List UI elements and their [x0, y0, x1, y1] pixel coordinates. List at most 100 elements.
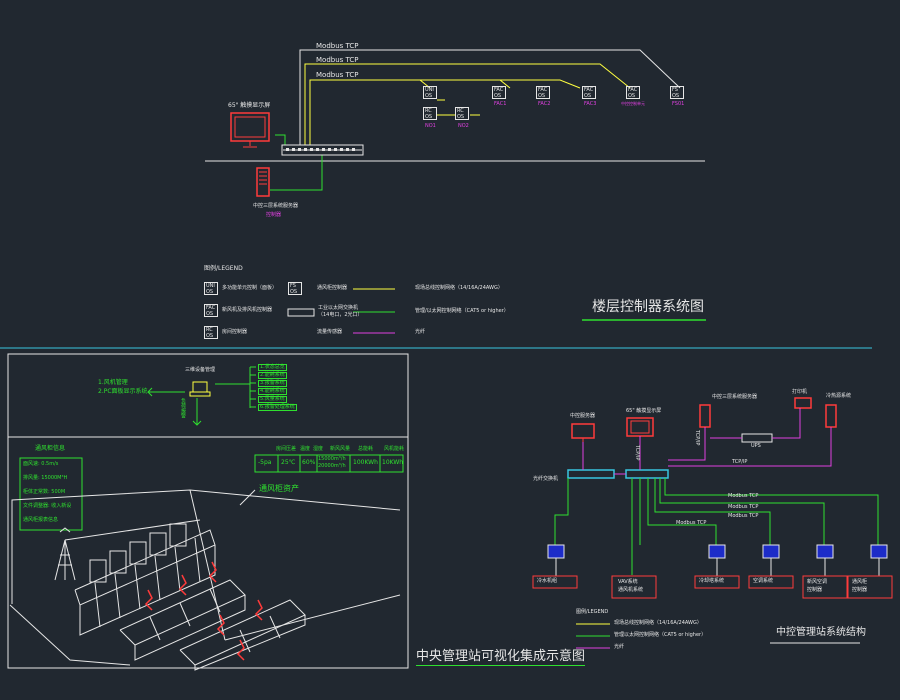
visualization-graphics	[9, 366, 404, 666]
switch-label: 光纤交换机	[533, 476, 559, 482]
tcp-label-2: TCP/IP	[694, 430, 700, 446]
right-legend-green: 管理以太网控制网络（CAT5 or higher）	[614, 632, 707, 638]
device-tag-3: RC OS	[455, 107, 469, 120]
legend-text-uni: 多功能单元控制（面板）	[222, 285, 278, 291]
box-fume-hood: 通风柜 控制器	[852, 579, 868, 593]
controller-server-icon	[256, 167, 270, 197]
table-header-6: 风机能耗	[384, 446, 405, 452]
info-line-3: 柜体正常数: 500M	[23, 489, 66, 495]
table-header-5: 总能耗	[358, 446, 374, 452]
box-cooling-tower: 冷却塔系统	[699, 578, 725, 584]
table-header-2: 温度	[300, 446, 311, 452]
status-item-2: 2.能耗系统	[258, 372, 287, 379]
device-tag-1: UNI OS	[423, 86, 437, 99]
info-line-1: 面风速: 0.5m/s	[23, 461, 59, 467]
modbus-label-2: Modbus TCP	[316, 56, 359, 64]
top-network-lines	[270, 49, 681, 191]
central-station-graphics	[532, 397, 893, 649]
visualization-title: 中央管理站可视化集成示意图	[416, 649, 586, 666]
ethernet-switch-icon	[281, 144, 364, 156]
device-caption-8: FS01	[672, 101, 685, 107]
device-tag-5: FAC OS	[536, 86, 550, 99]
status-item-4: 4.能耗系统	[258, 388, 287, 395]
device-caption-4: FAC1	[494, 101, 507, 107]
left-item-1: 1.风机管理	[98, 379, 128, 386]
box-chiller: 冷水机组	[537, 578, 558, 584]
legend-text-switch: 工业以太网交换机 （14电口，2光口）	[318, 305, 363, 318]
table-value-1: -5pa	[258, 459, 272, 466]
exhaust-pipes	[144, 561, 263, 661]
info-line-4: 文件调整器: 收入新设	[23, 503, 72, 509]
device-caption-5: FAC2	[538, 101, 551, 107]
device-tag-4: FAC OS	[492, 86, 506, 99]
fume-hood-rows	[74, 523, 306, 671]
right-legend-title: 图例/LEGEND	[576, 609, 609, 615]
legend-tag-rc: RC OS	[204, 326, 218, 339]
controller-label: 中控三层系统服务器	[253, 203, 299, 209]
box-fresh-air: 新风空调 控制器	[807, 579, 828, 593]
legend-text-flow: 流量传感器	[317, 329, 343, 335]
ups-label: UPS	[751, 443, 761, 449]
top-legend-line-samples	[287, 288, 706, 334]
legend-tag-fs: FS OS	[288, 282, 302, 295]
modbus-r-1: Modbus TCP	[728, 493, 759, 499]
device-caption-3: NO2	[458, 123, 469, 129]
tcp-label-1: TCP/IP	[634, 445, 640, 461]
tcp-label-3: TCP/IP	[732, 459, 748, 465]
legend-line-magenta: 光纤	[415, 329, 426, 335]
modbus-r-2: Modbus TCP	[728, 504, 759, 510]
device-tag-7: FAC OS	[626, 86, 640, 99]
right-legend-magenta: 光纤	[614, 644, 625, 650]
controller-sublabel: 控制器	[266, 212, 282, 218]
printer-label: 打印机	[792, 389, 808, 395]
status-item-5: 5.风量系统	[258, 396, 287, 403]
table-header-3: 湿度	[313, 446, 324, 452]
modbus-label-3: Modbus TCP	[316, 71, 359, 79]
info-line-5: 通风柜报表信息	[23, 517, 59, 523]
table-value-2: 25℃	[281, 459, 296, 466]
box-vav: VAV系统 通风机系统	[618, 579, 644, 593]
floor-controller-title: 楼层控制器系统图	[592, 299, 704, 315]
status-item-3: 3.报警系统	[258, 380, 287, 387]
legend-line-yellow: 现场总线控制网络（14/16A/24AWG）	[415, 285, 503, 291]
table-value-3: 60%	[302, 459, 316, 466]
status-item-1: 1.状态总览	[258, 364, 287, 371]
touch-display-label: 65" 触摸显示屏	[626, 408, 662, 414]
server-label: 中控服务器	[570, 413, 596, 419]
modbus-r-3: Modbus TCP	[728, 513, 759, 519]
left-item-2: 2.PC面板显示系统	[98, 388, 148, 395]
table-header-1: 房间压差	[276, 446, 297, 452]
top-legend-title: 图例/LEGEND	[204, 265, 243, 272]
legend-text-fs: 通风柜控制器	[317, 285, 348, 291]
tier-server-label: 中控三层系统服务器	[712, 394, 758, 400]
device-caption-2: NO1	[425, 123, 436, 129]
alarm-vertical-label: 负荷报警	[180, 398, 186, 418]
device-tag-8: FS OS	[670, 86, 684, 99]
table-value-4: 15000m³/h 20000m³/h	[318, 456, 346, 469]
table-header-4: 新风风量	[330, 446, 351, 452]
asset-label: 通风柜资产	[259, 484, 299, 493]
info-line-2: 排风量: 15000M³H	[23, 475, 68, 481]
3d-manager-label: 三维设备管理	[185, 367, 216, 373]
device-caption-7: 中控控制单元	[621, 101, 645, 106]
legend-text-rc: 房间控制器	[222, 329, 248, 335]
central-station-title: 中控管理站系统结构	[776, 627, 866, 638]
table-value-6: 10KWh	[382, 459, 404, 466]
touch-monitor-icon	[230, 112, 270, 148]
right-legend-yellow: 现场总线控制网络（14/16A/24AWG）	[614, 620, 702, 626]
visualization-frame	[7, 353, 409, 669]
legend-tag-fac: FAC OS	[204, 304, 218, 317]
legend-tag-uni: UNI OS	[204, 282, 218, 295]
legend-line-green: 管理/以太网控制网络（CAT5 or higher）	[415, 308, 509, 314]
device-tag-2: RC OS	[423, 107, 437, 120]
table-value-5: 100KWh	[353, 459, 378, 466]
modbus-r-4: Modbus TCP	[676, 520, 707, 526]
device-bus	[437, 99, 480, 116]
device-caption-6: FAC3	[584, 101, 597, 107]
info-title: 通风柜信息	[35, 445, 66, 452]
device-tag-6: FAC OS	[582, 86, 596, 99]
box-ac: 空调系统	[753, 578, 774, 584]
status-item-6: 6.报警处理系统	[258, 404, 297, 411]
monitor-label: 65" 触摸显示屏	[228, 102, 271, 109]
